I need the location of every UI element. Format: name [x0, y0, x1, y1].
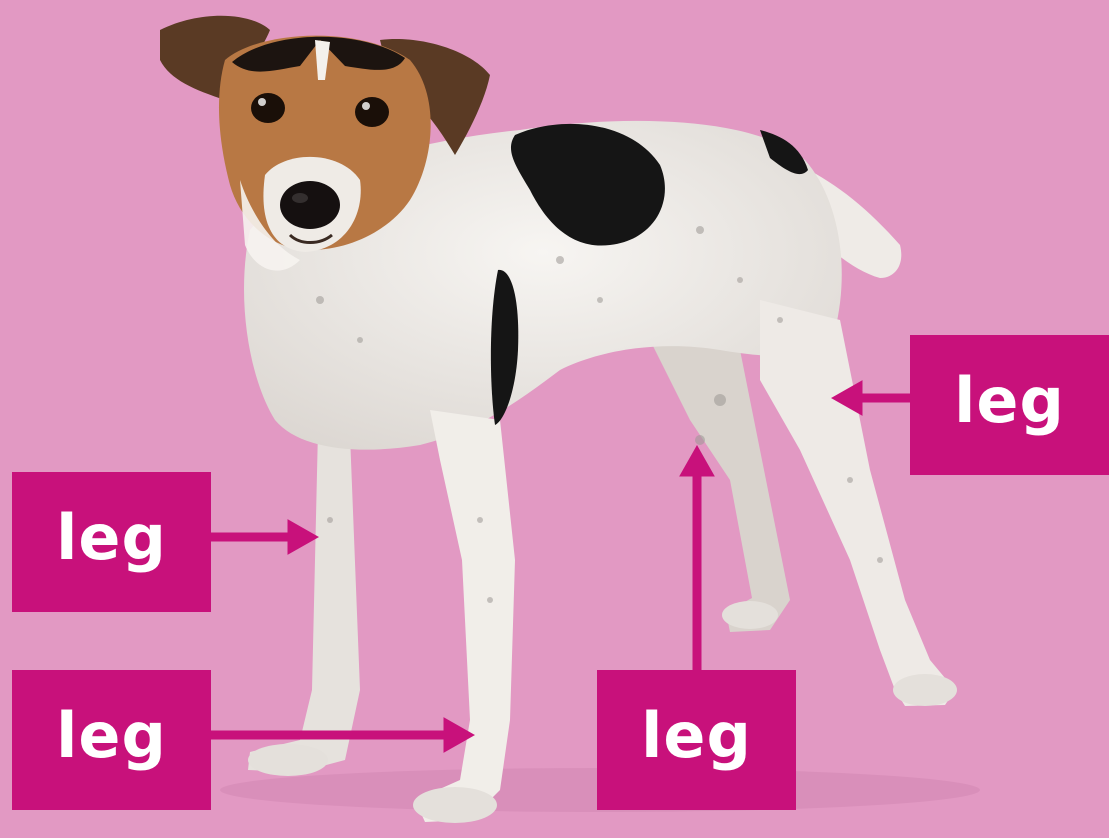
- label-leg-left-bottom: leg: [12, 670, 211, 810]
- dog-nose: [280, 181, 340, 229]
- label-leg-right: leg: [910, 335, 1109, 475]
- label-leg-left-top: leg: [12, 472, 211, 612]
- arrow-center-head: [680, 446, 714, 476]
- dog-left-eye: [251, 93, 285, 123]
- label-leg-center: leg: [597, 670, 796, 810]
- arrow-left-top-head: [288, 520, 318, 554]
- dog-far-front-leg: [248, 430, 360, 772]
- dog-near-front-leg: [415, 410, 515, 822]
- dog-right-eye: [355, 97, 389, 127]
